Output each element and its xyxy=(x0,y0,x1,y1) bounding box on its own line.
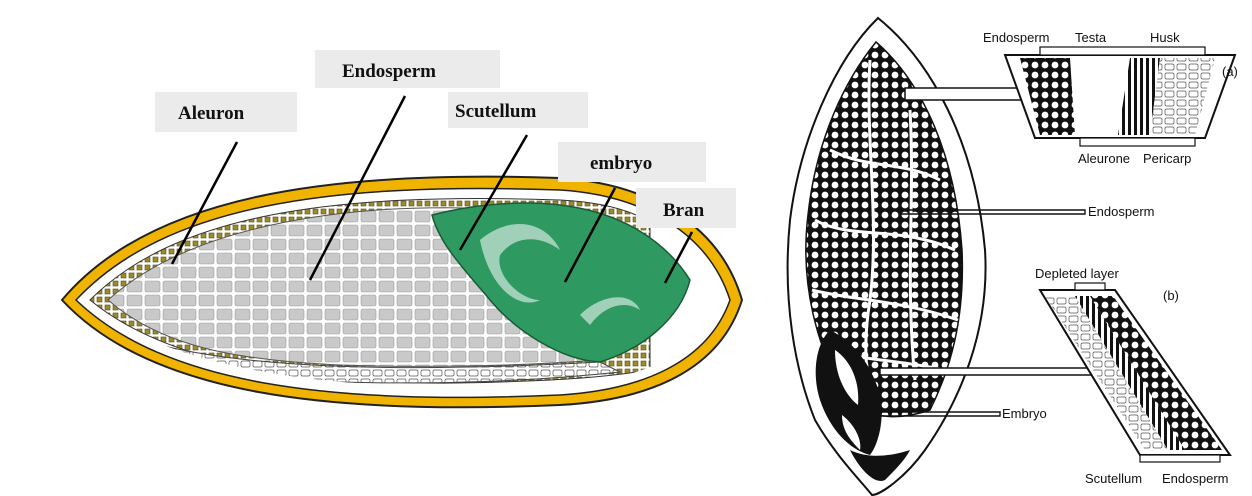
label-embryo: embryo xyxy=(590,153,652,174)
left-panel: Endosperm Aleuron Scutellum embryo Bran xyxy=(8,50,756,450)
label-pericarp: Pericarp xyxy=(1143,151,1191,166)
label-endosperm-mid: Endosperm xyxy=(1088,204,1154,219)
panel-a-tab-top xyxy=(1040,47,1205,55)
label-embryo-b: Embryo xyxy=(1002,406,1047,421)
label-scutellum-b: Scutellum xyxy=(1085,471,1142,486)
callout-a-band xyxy=(905,88,1035,100)
label-testa: Testa xyxy=(1075,30,1107,45)
label-scutellum: Scutellum xyxy=(455,101,536,122)
label-bran: Bran xyxy=(663,200,705,221)
label-aleuron: Aleuron xyxy=(178,103,245,124)
right-panel: Endosperm Testa Husk (a) Aleurone Perica… xyxy=(788,18,1238,495)
callout-b-band xyxy=(880,368,1095,375)
label-panel-b: (b) xyxy=(1163,288,1179,303)
label-husk: Husk xyxy=(1150,30,1180,45)
label-endosperm: Endosperm xyxy=(342,61,436,82)
label-aleurone: Aleurone xyxy=(1078,151,1130,166)
panel-a xyxy=(1005,47,1235,146)
panel-b-tab-top xyxy=(1075,283,1105,290)
label-endosperm-b: Endosperm xyxy=(1162,471,1228,486)
panel-a-tab-bottom xyxy=(1080,138,1195,146)
label-endosperm-a: Endosperm xyxy=(983,30,1049,45)
label-panel-a: (a) xyxy=(1222,64,1238,79)
label-depleted-layer: Depleted layer xyxy=(1035,266,1119,281)
panel-b-tab-bottom xyxy=(1140,455,1220,462)
